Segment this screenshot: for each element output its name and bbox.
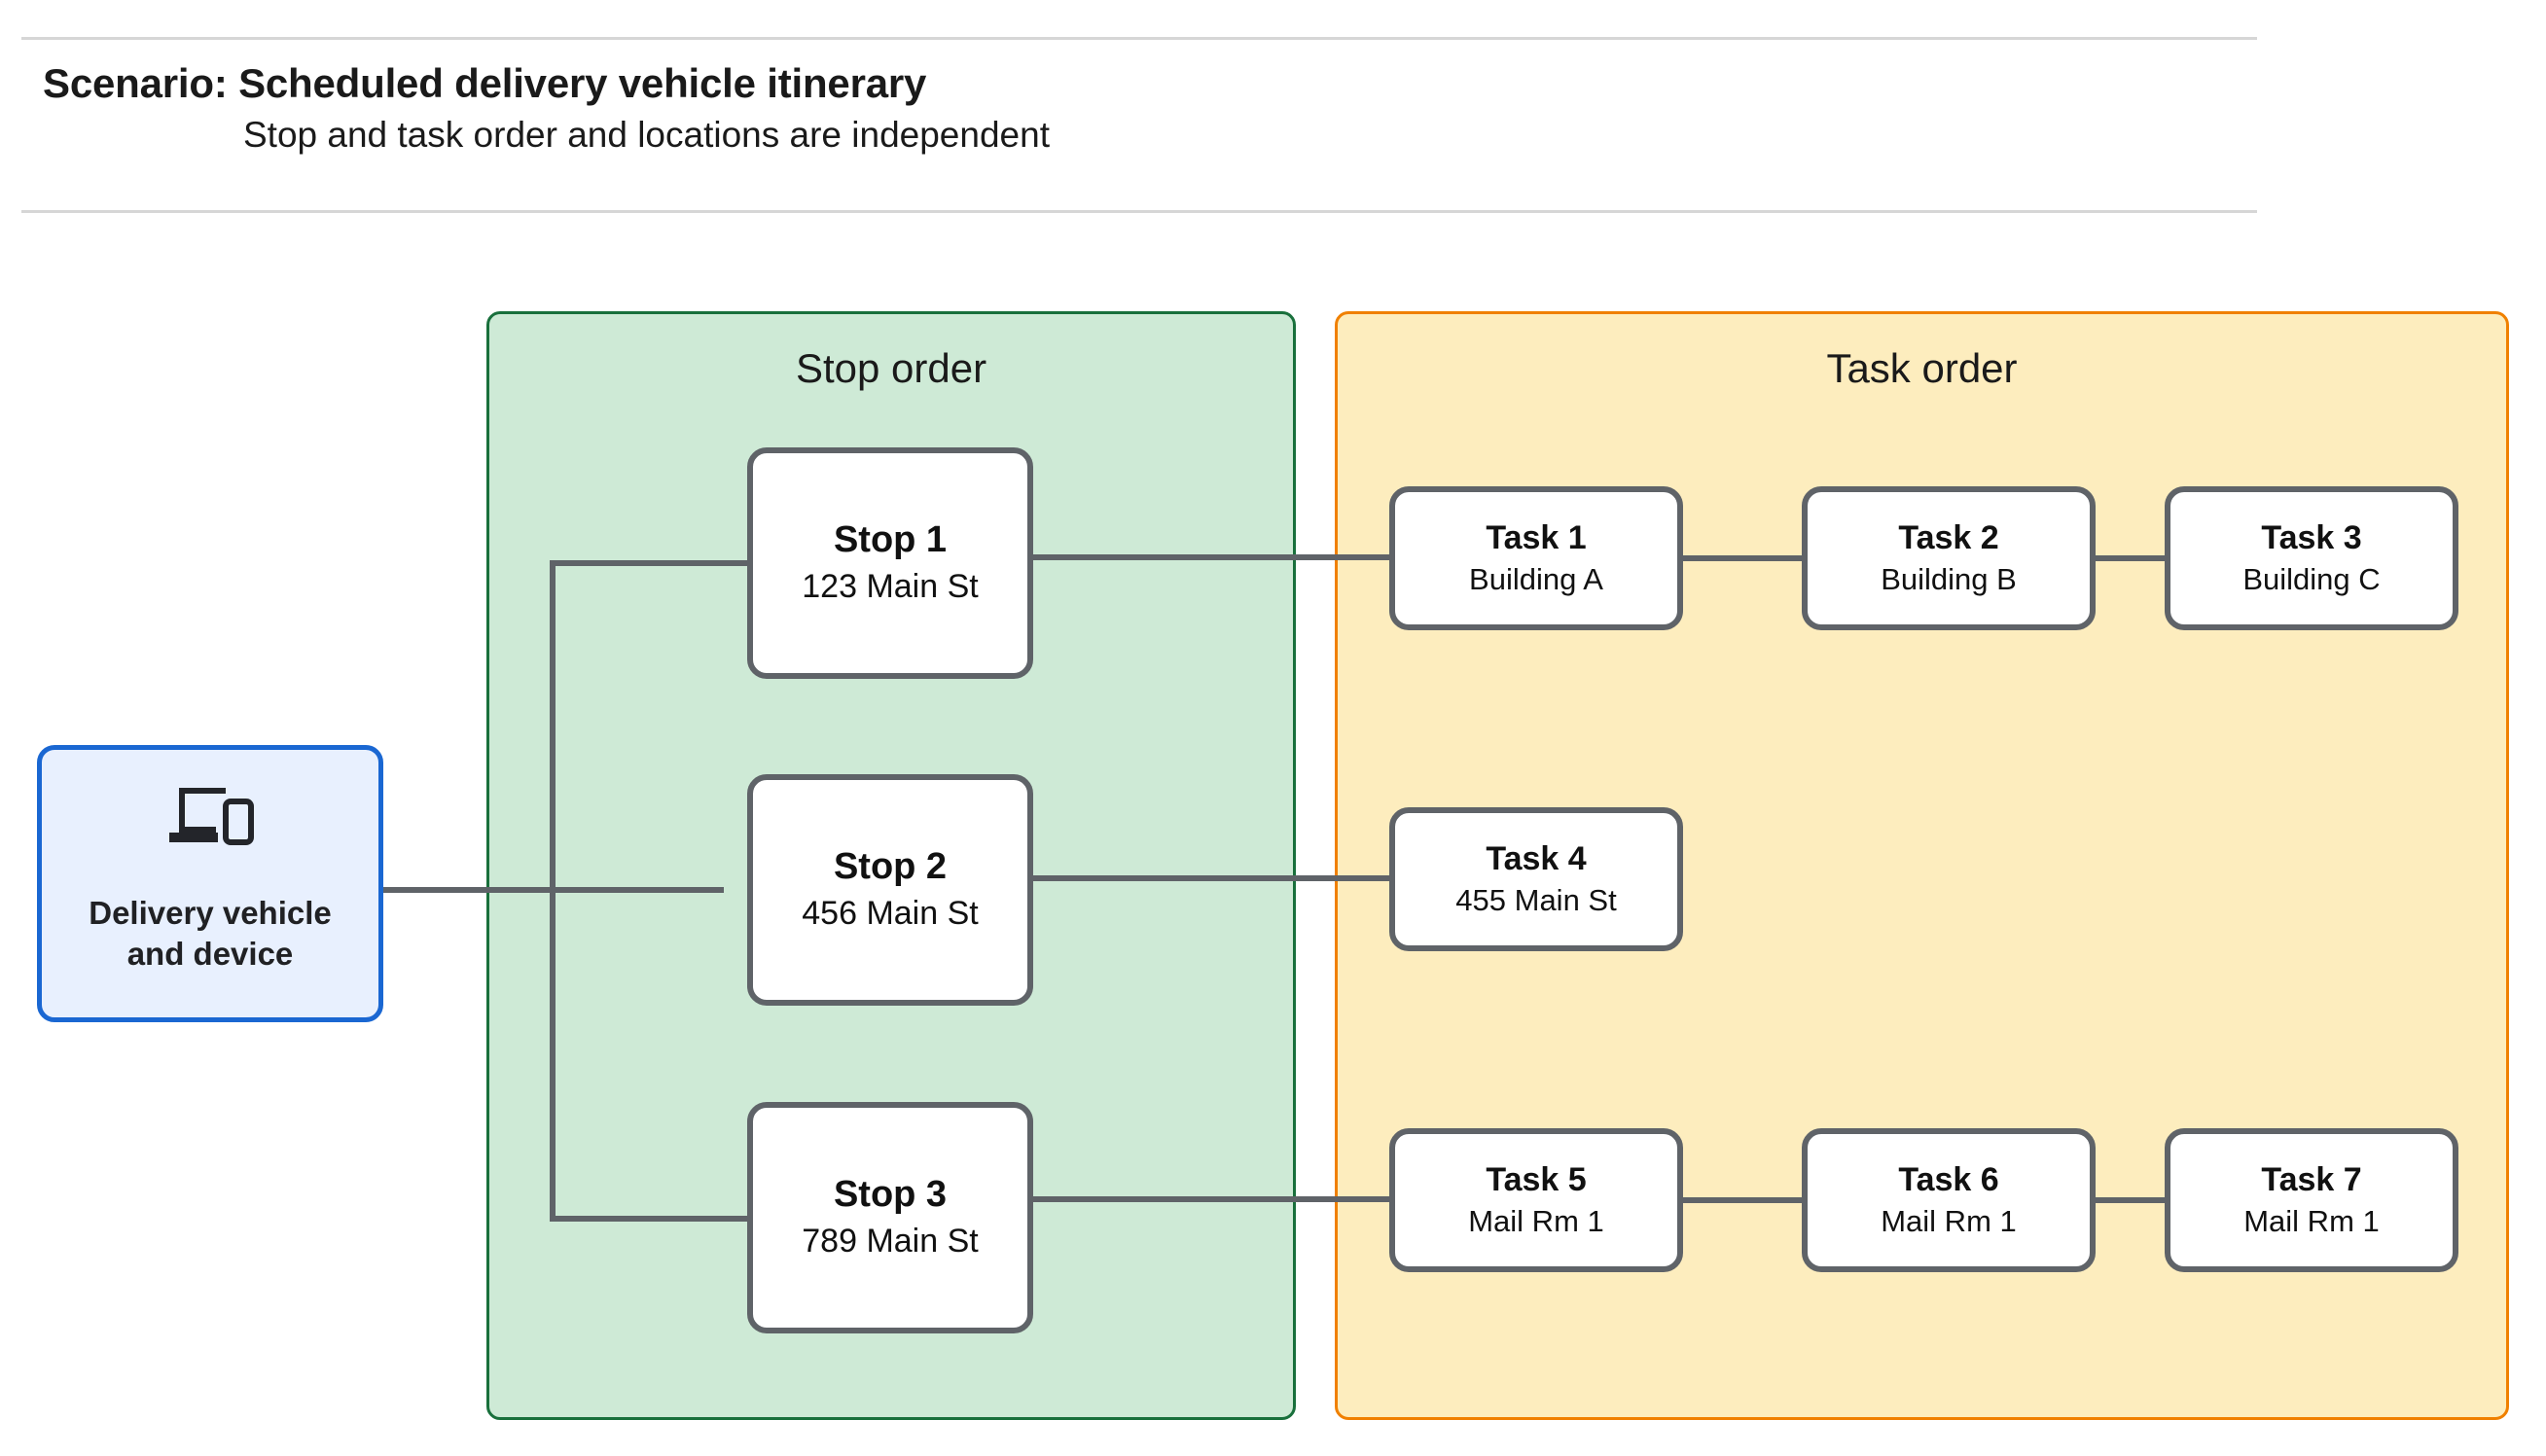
connector-stop-1-to-task-1 (1026, 554, 1396, 560)
page-subtitle: Stop and task order and locations are in… (243, 115, 1050, 155)
stop-node-title: Stop 3 (833, 1174, 948, 1216)
task-node-title: Task 5 (1486, 1160, 1587, 1198)
stop-node-1[interactable]: Stop 1 123 Main St (747, 447, 1033, 679)
stop-node-2[interactable]: Stop 2 456 Main St (747, 774, 1033, 1006)
task-node-title: Task 1 (1486, 518, 1587, 556)
task-node-title: Task 2 (1898, 518, 1999, 556)
connector-task-5-to-task-6 (1677, 1197, 1808, 1203)
task-node-1[interactable]: Task 1 Building A (1389, 486, 1683, 630)
stop-node-address: 456 Main St (802, 895, 979, 933)
task-node-2[interactable]: Task 2 Building B (1802, 486, 2096, 630)
task-node-title: Task 6 (1898, 1160, 1999, 1198)
task-node-7[interactable]: Task 7 Mail Rm 1 (2165, 1128, 2458, 1272)
devices-icon (169, 788, 254, 846)
stop-node-title: Stop 1 (833, 519, 948, 561)
connector-task-2-to-task-3 (2090, 555, 2170, 561)
task-node-location: Building B (1881, 562, 2017, 597)
task-node-location: Mail Rm 1 (1881, 1204, 2017, 1239)
stop-node-address: 123 Main St (802, 568, 979, 606)
connector-stop-trunk (550, 560, 556, 1222)
device-node-label: Delivery vehicle and device (89, 895, 332, 972)
stop-order-panel-title: Stop order (795, 345, 987, 391)
stop-node-address: 789 Main St (802, 1223, 979, 1261)
task-node-6[interactable]: Task 6 Mail Rm 1 (1802, 1128, 2096, 1272)
header-divider-top (21, 37, 2257, 40)
connector-trunk-to-stop-1 (550, 560, 754, 566)
task-node-location: Building A (1469, 562, 1603, 597)
connector-trunk-to-stop-3 (550, 1216, 754, 1222)
task-node-4[interactable]: Task 4 455 Main St (1389, 807, 1683, 951)
task-node-title: Task 3 (2261, 518, 2362, 556)
connector-stop-2-to-task-4 (1026, 875, 1396, 881)
task-node-location: Building C (2242, 562, 2381, 597)
task-node-title: Task 4 (1486, 839, 1587, 877)
delivery-vehicle-and-device-node[interactable]: Delivery vehicle and device (37, 745, 383, 1022)
task-node-location: Mail Rm 1 (1468, 1204, 1604, 1239)
task-node-3[interactable]: Task 3 Building C (2165, 486, 2458, 630)
task-order-panel-title: Task order (1826, 345, 2018, 391)
task-node-location: 455 Main St (1455, 883, 1617, 918)
task-node-title: Task 7 (2261, 1160, 2362, 1198)
header-divider-bottom (21, 210, 2257, 213)
page-title: Scenario: Scheduled delivery vehicle iti… (43, 60, 927, 106)
stop-node-3[interactable]: Stop 3 789 Main St (747, 1102, 1033, 1333)
task-node-location: Mail Rm 1 (2243, 1204, 2380, 1239)
connector-task-6-to-task-7 (2090, 1197, 2170, 1203)
connector-task-1-to-task-2 (1677, 555, 1808, 561)
task-node-5[interactable]: Task 5 Mail Rm 1 (1389, 1128, 1683, 1272)
connector-stop-3-to-task-5 (1026, 1196, 1396, 1202)
stop-node-title: Stop 2 (833, 846, 948, 888)
